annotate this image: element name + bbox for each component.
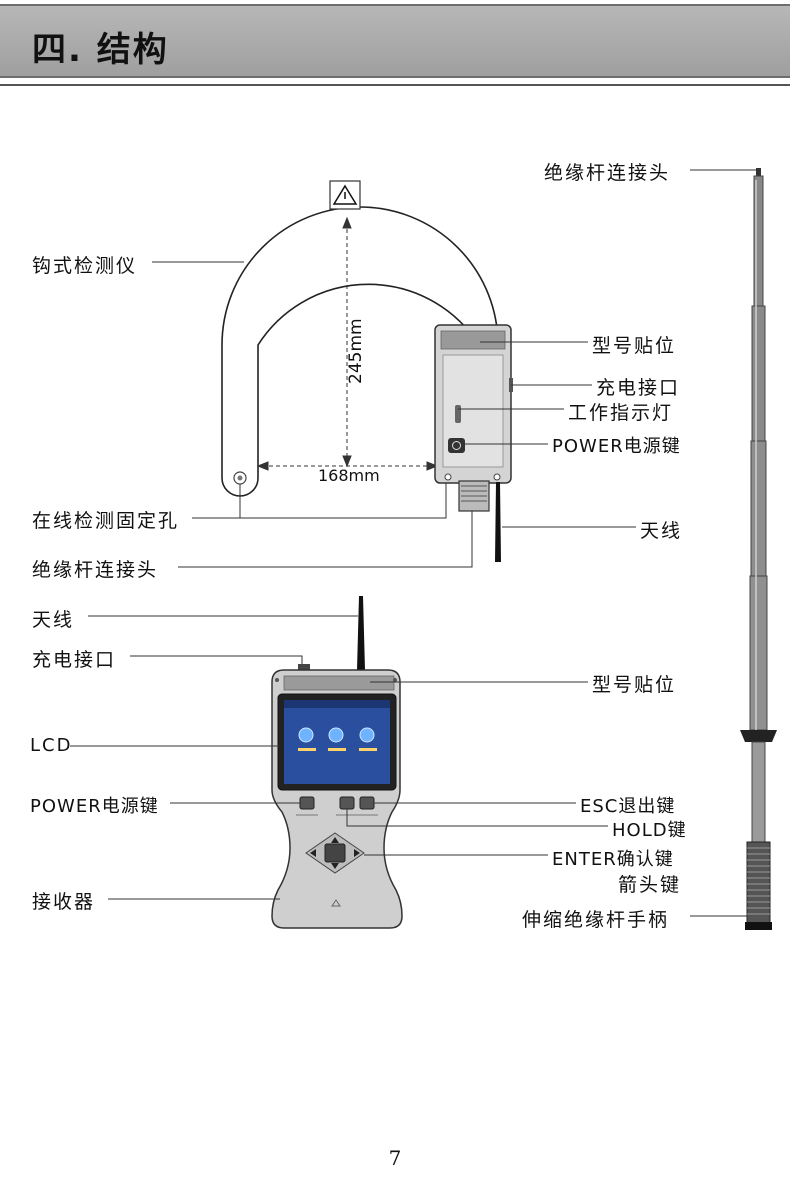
label-power-key-2: POWER电源键: [30, 796, 159, 817]
label-online-fixing-hole: 在线检测固定孔: [32, 510, 180, 532]
label-model-sticker-1: 型号贴位: [592, 335, 677, 357]
label-hold-key: HOLD键: [612, 820, 687, 841]
label-model-sticker-2: 型号贴位: [592, 674, 677, 696]
dimension-height-label: 245mm: [346, 318, 366, 384]
page-title: 四. 结构: [32, 30, 169, 70]
label-arrow-keys: 箭头键: [618, 874, 682, 896]
label-pole-connector-left: 绝缘杆连接头: [32, 559, 159, 581]
label-charge-port-1: 充电接口: [596, 377, 681, 399]
label-work-indicator: 工作指示灯: [568, 402, 674, 424]
label-antenna-1: 天线: [640, 520, 683, 542]
label-antenna-2: 天线: [32, 609, 75, 631]
label-charge-port-2: 充电接口: [32, 649, 117, 671]
label-pole-handle: 伸缩绝缘杆手柄: [522, 909, 670, 931]
label-enter-key: ENTER确认键: [552, 849, 674, 870]
label-receiver: 接收器: [32, 891, 96, 913]
label-power-key-1: POWER电源键: [552, 436, 681, 457]
page-number: 7: [388, 1146, 402, 1170]
dimension-width-label: 168mm: [318, 466, 380, 485]
label-hook-detector: 钩式检测仪: [32, 255, 138, 277]
label-esc-key: ESC退出键: [580, 796, 676, 817]
telescopic-pole: [740, 168, 777, 930]
receiver-device: [271, 596, 403, 929]
label-lcd: LCD: [30, 735, 73, 756]
header-bar: 四. 结构: [0, 4, 790, 78]
header-divider: [0, 84, 790, 86]
label-pole-connector-top: 绝缘杆连接头: [544, 162, 671, 184]
